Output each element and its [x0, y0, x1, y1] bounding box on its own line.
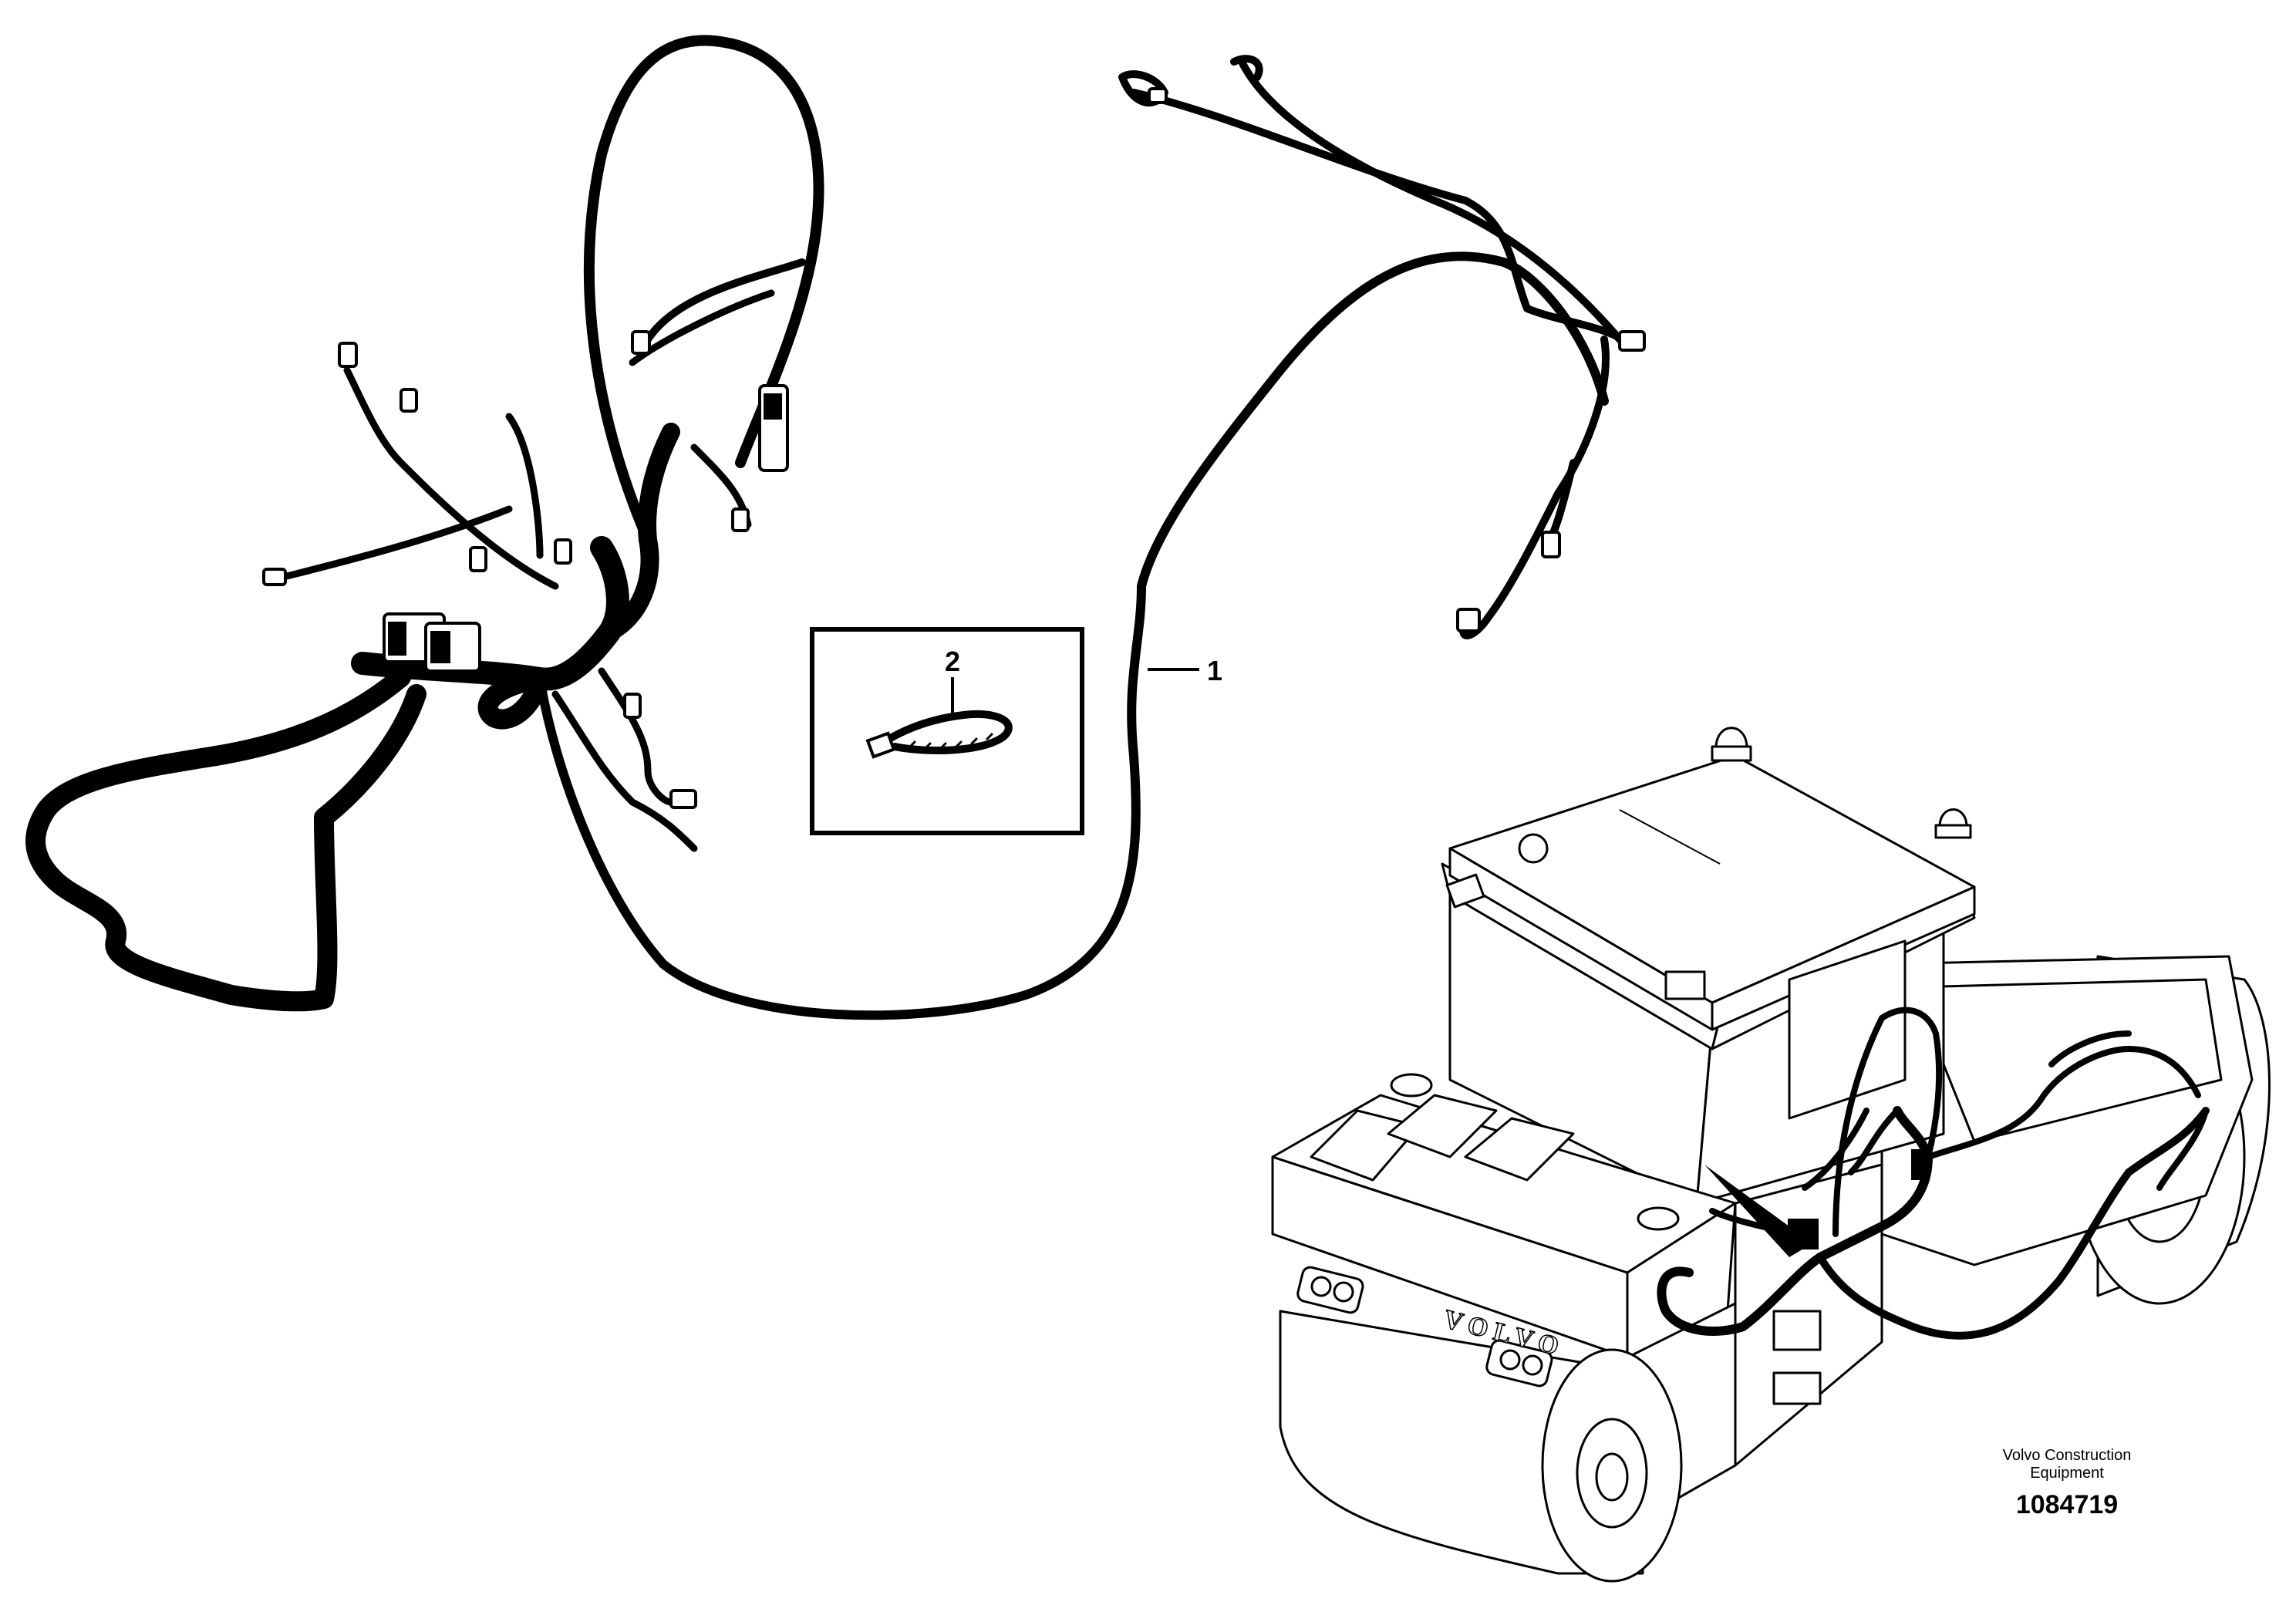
- callout-1: 1: [1207, 655, 1222, 686]
- harness-on-vehicle: [1657, 1007, 2210, 1340]
- illustration-number: 1084719: [2015, 1490, 2119, 1519]
- callout-2: 2: [945, 646, 960, 677]
- operator-cab: [1441, 727, 1976, 1205]
- harness-trunk: [25, 423, 680, 1012]
- publisher-credit: Volvo Construction Equipment 1084719: [1936, 1447, 2198, 1520]
- cable-tie-inset: [810, 627, 1084, 835]
- location-pointer: [1704, 1165, 1812, 1257]
- inset-frame: [810, 627, 1084, 835]
- credit-line-1: Volvo Construction: [2002, 1447, 2132, 1464]
- credit-line-2: Equipment: [2030, 1465, 2104, 1482]
- connector-group: [262, 87, 1646, 809]
- cable-tie-icon: [865, 710, 1013, 759]
- wiring-harness: [25, 35, 1646, 1020]
- front-frame: [1271, 1073, 1737, 1583]
